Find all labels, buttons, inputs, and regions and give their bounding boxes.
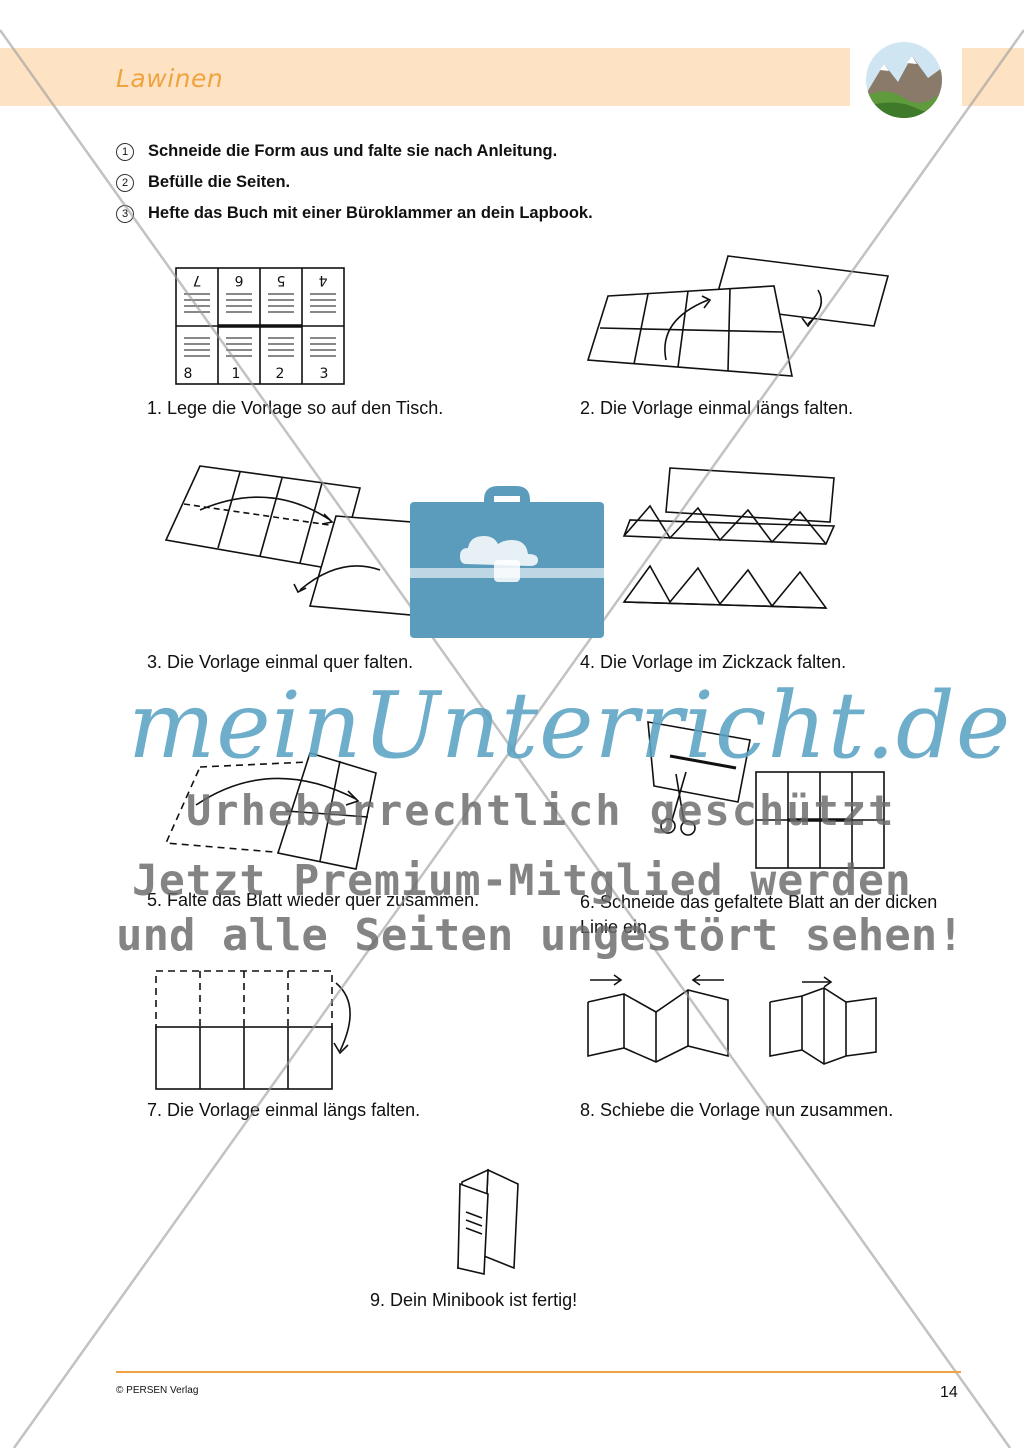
figure-step-6	[640, 716, 890, 881]
figure-step-8	[584, 972, 884, 1077]
page-number: 2	[276, 366, 285, 382]
caption-step-5: 5. Falte das Blatt wieder quer zusammen.	[147, 890, 480, 910]
page-number: 7	[193, 272, 202, 288]
caption-step-2: 2. Die Vorlage einmal längs falten.	[580, 398, 854, 418]
caption-step-4: 4. Die Vorlage im Zickzack falten.	[580, 652, 847, 672]
footer-divider	[116, 1371, 961, 1373]
copyright: © PERSEN Verlag	[116, 1385, 199, 1396]
figure-step-4	[610, 462, 842, 635]
page-title: Lawinen	[116, 64, 224, 93]
figure-step-7	[150, 965, 370, 1100]
caption-step-7: 7. Die Vorlage einmal längs falten.	[147, 1100, 421, 1120]
figure-step-9	[454, 1164, 524, 1281]
briefcase-cloud-icon	[408, 482, 606, 647]
page-number-footer: 14	[940, 1384, 958, 1401]
step-number: 3	[116, 204, 134, 223]
caption-step-8: 8. Schiebe die Vorlage nun zusammen.	[580, 1100, 894, 1120]
instruction-text: Hefte das Buch mit einer Büroklammer an …	[148, 204, 593, 222]
caption-step-1: 1. Lege die Vorlage so auf den Tisch.	[147, 398, 444, 418]
caption-step-6: 6. Schneide das gefaltete Blatt an der d…	[580, 892, 938, 937]
step-number: 2	[116, 173, 134, 192]
page-number: 4	[318, 272, 327, 288]
instruction-text: Befülle die Seiten.	[148, 173, 291, 191]
instruction-3: 3 Hefte das Buch mit einer Büroklammer a…	[116, 204, 593, 223]
instruction-text: Schneide die Form aus und falte sie nach…	[148, 142, 558, 160]
step-number: 1	[116, 142, 134, 161]
caption-step-3: 3. Die Vorlage einmal quer falten.	[147, 652, 414, 672]
instruction-1: 1 Schneide die Form aus und falte sie na…	[116, 142, 557, 161]
header-band-right	[962, 48, 1024, 106]
figure-step-5	[160, 745, 390, 880]
figure-step-1: 7 6 5 4 8 1 2 3	[174, 266, 350, 395]
figure-step-2	[578, 250, 898, 397]
page-number: 5	[277, 272, 286, 288]
page-number: 8	[184, 366, 193, 382]
figure-step-3	[160, 460, 440, 625]
instruction-2: 2 Befülle die Seiten.	[116, 173, 290, 192]
page-number: 3	[320, 366, 329, 382]
mountain-logo-icon	[866, 42, 942, 118]
page-number: 6	[234, 272, 243, 288]
page-number: 1	[232, 366, 241, 382]
caption-step-9: 9. Dein Minibook ist fertig!	[370, 1290, 578, 1310]
